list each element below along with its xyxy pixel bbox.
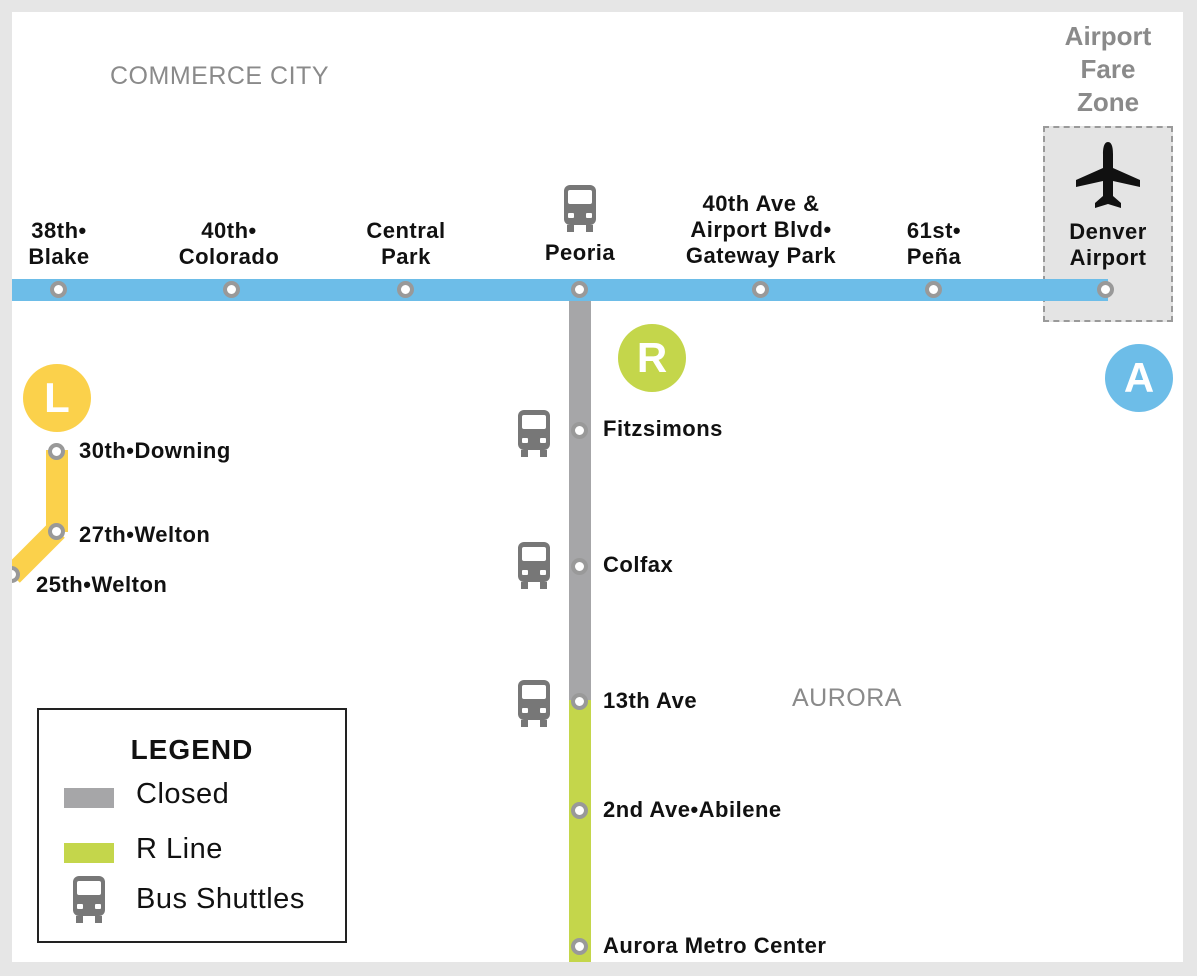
station-dot-colfax[interactable]: [571, 558, 588, 575]
legend-label-closed: Closed: [136, 778, 230, 810]
bus-shuttle-icon: [73, 876, 105, 923]
legend-label-r-line: R Line: [136, 833, 223, 865]
r-line-closed-segment: [569, 290, 591, 700]
station-label-13th-ave: 13th Ave: [603, 688, 698, 713]
area-label-commerce-city: COMMERCE CITY: [110, 62, 329, 90]
a-line-badge: A: [1105, 344, 1173, 412]
fare-zone-title-line: Zone: [1076, 87, 1140, 117]
station-dot-fitzsimons[interactable]: [571, 422, 588, 439]
station-label-aurora-metro-center: Aurora Metro Center: [603, 933, 827, 958]
station-dot-13th-ave[interactable]: [571, 693, 588, 710]
l-line-vertical-segment: [46, 450, 68, 532]
station-label-2nd-ave-abilene: 2nd Ave•Abilene: [603, 797, 782, 822]
station-dot-denver-airport[interactable]: [1097, 281, 1114, 298]
station-label-27th-welton: 27th•Welton: [79, 522, 211, 547]
legend-swatch-closed: [64, 788, 114, 808]
fare-zone-title-line: Fare: [1080, 54, 1136, 84]
station-dot-40th-colorado[interactable]: [223, 281, 240, 298]
bus-shuttle-icon: [518, 680, 550, 727]
station-dot-peoria[interactable]: [571, 281, 588, 298]
r-line-open-segment: [569, 700, 591, 962]
legend-label-bus-shuttles: Bus Shuttles: [136, 883, 305, 915]
legend-swatch-r-line: [64, 843, 114, 863]
station-label-peoria: Peoria: [544, 240, 616, 265]
a-line-track: [12, 279, 1108, 301]
station-dot-gateway-park[interactable]: [752, 281, 769, 298]
station-label-colfax: Colfax: [603, 552, 674, 577]
bus-shuttle-icon: [518, 410, 550, 457]
bus-shuttle-icon: [564, 185, 596, 232]
station-dot-61st-pena[interactable]: [925, 281, 942, 298]
station-dot-central-park[interactable]: [397, 281, 414, 298]
station-dot-27th-welton[interactable]: [48, 523, 65, 540]
legend: LEGEND Closed R Line Bus Shuttles: [37, 708, 347, 943]
legend-title: LEGEND: [130, 734, 254, 765]
r-line-badge: R: [618, 324, 686, 392]
l-line-badge: L: [23, 364, 91, 432]
station-dot-38th-blake[interactable]: [50, 281, 67, 298]
station-dot-2nd-ave-abilene[interactable]: [571, 802, 588, 819]
station-label-38th-blake: 38th•Blake: [28, 218, 90, 269]
airplane-icon: [1076, 142, 1140, 208]
station-label-61st-pena: 61st•Peña: [906, 218, 962, 269]
station-dot-aurora-metro-center[interactable]: [571, 938, 588, 955]
station-label-40th-colorado: 40th•Colorado: [178, 218, 280, 269]
area-label-aurora: AURORA: [792, 684, 902, 712]
station-label-fitzsimons: Fitzsimons: [603, 416, 723, 441]
fare-zone-title-line: Airport: [1064, 21, 1152, 51]
station-label-30th-downing: 30th•Downing: [79, 438, 231, 463]
station-label-gateway-park: 40th Ave &Airport Blvd•Gateway Park: [685, 191, 837, 268]
transit-map: COMMERCE CITY AURORA Airport Fare Zone 3…: [12, 12, 1183, 962]
station-dot-30th-downing[interactable]: [48, 443, 65, 460]
station-label-25th-welton: 25th•Welton: [36, 572, 168, 597]
station-dot-25th-welton[interactable]: [12, 566, 20, 583]
fare-zone-title: Airport Fare Zone: [1065, 20, 1152, 119]
bus-shuttle-icon: [518, 542, 550, 589]
